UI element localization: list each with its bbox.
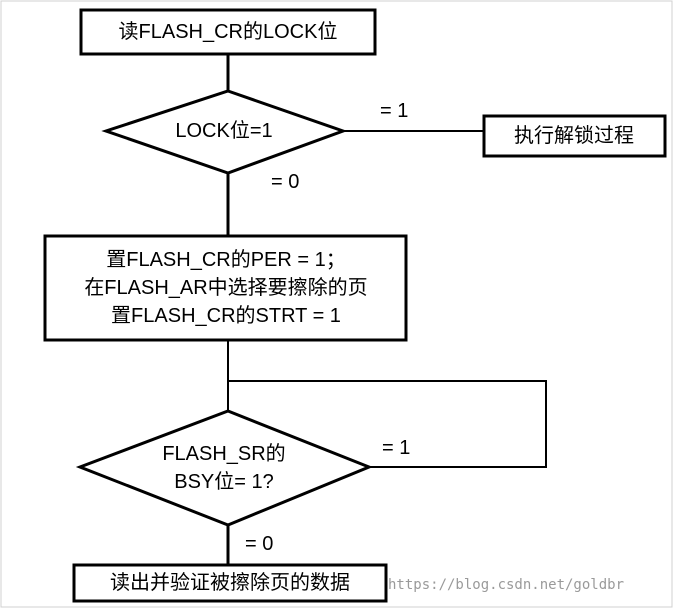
decision-bsy-label: FLASH_SR的 BSY位= 1? (162, 440, 285, 496)
step-verify-label: 读出并验证被擦除页的数据 (110, 572, 350, 594)
decision-bsy-line-2: BSY位= 1? (174, 471, 274, 493)
decision-bsy-line-1: FLASH_SR的 (162, 443, 286, 465)
edge-bsy-no-label: = 0 (245, 533, 274, 555)
box-setup (43, 234, 408, 342)
step-setup-line-2: 在FLASH_AR中选择要擦除的页 (84, 277, 368, 299)
step-read-lock-label: 读FLASH_CR的LOCK位 (118, 21, 338, 43)
edge-lock-no-label: = 0 (271, 171, 300, 193)
decision-lock-label: LOCK位=1 (175, 120, 273, 142)
box-verify (72, 563, 388, 603)
edge-bsy-loop (228, 380, 547, 468)
step-unlock-label: 执行解锁过程 (514, 125, 634, 147)
edge-bsy-yes-label: = 1 (382, 437, 411, 459)
step-setup-label: 置FLASH_CR的PER = 1； 在FLASH_AR中选择要擦除的页 置FL… (84, 246, 367, 330)
watermark-text: https://blog.csdn.net/goldbr (388, 577, 625, 593)
step-setup-line-3: 置FLASH_CR的STRT = 1 (111, 305, 341, 327)
step-setup-line-1: 置FLASH_CR的PER = 1； (106, 249, 346, 271)
edge-lock-yes-label: = 1 (380, 100, 409, 122)
box-unlock (482, 114, 667, 158)
